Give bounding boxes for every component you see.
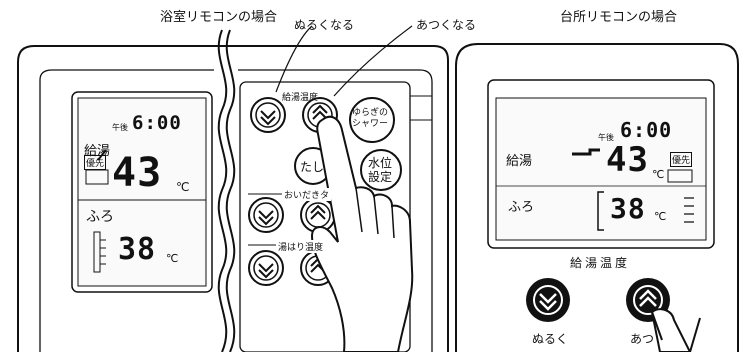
reheat-label: おいだきタ [282, 188, 332, 201]
bath-display-screen [77, 97, 207, 287]
kitchen-hot-water-label: 給湯 [506, 154, 533, 169]
callout-line-cooler [275, 25, 313, 93]
wavy-break-line [217, 29, 228, 352]
kitchen-remote-title: 台所リモコンの場合 [560, 10, 678, 25]
kitchen-bath-temp: 38 [610, 192, 646, 225]
kitchen-bath-unit: ℃ [654, 210, 667, 223]
bath-bath-unit: ℃ [166, 252, 179, 265]
bath-fill-temp-label: 湯はり温度 [276, 240, 326, 253]
kitchen-ampm: 午後 [598, 133, 614, 142]
bath-remote-title: 浴室リモコンの場合 [160, 10, 278, 25]
kitchen-display-frame [487, 79, 715, 249]
kitchen-cooler-label: ぬるく [532, 332, 569, 346]
bath-remote-housing [17, 45, 449, 352]
hand-finger-lines [355, 187, 395, 239]
kitchen-time: 6:00 [620, 118, 673, 142]
bath-priority-box [85, 169, 109, 185]
callout-line-hotter [333, 25, 413, 97]
kitchen-priority-badge: 優先 [670, 152, 693, 167]
wavy-break-line-2 [225, 29, 236, 352]
tashi-label[interactable]: たし [300, 160, 325, 174]
bath-time: 6:00 [132, 112, 182, 134]
bath-hot-water-down-button[interactable] [250, 97, 286, 133]
bath-ampm: 午後 [112, 123, 128, 132]
kitchen-hotter-label: あつ [630, 332, 655, 346]
bath-display-bar-box [93, 231, 101, 273]
kitchen-display-screen [495, 97, 707, 241]
callout-cooler: ぬるくなる [294, 18, 355, 32]
kitchen-hand-finger [651, 311, 701, 352]
bath-side-strip [409, 95, 433, 121]
bath-fill-down-button[interactable] [248, 250, 284, 286]
kitchen-faucet-icon [572, 148, 600, 156]
kitchen-level-ticks [684, 197, 694, 223]
kitchen-hand-pointer [650, 308, 692, 352]
reheat-down-button[interactable] [248, 197, 284, 233]
water-level-label[interactable]: 水位 設定 [368, 156, 393, 184]
yuragi-shower-button [349, 97, 395, 143]
kitchen-temp-unit: ℃ [652, 168, 665, 181]
yuragi-shower-label[interactable]: ゆらぎの シャワー [352, 108, 389, 129]
callout-hotter: あつくなる [416, 18, 477, 32]
kitchen-hot-water-temp-label: 給湯温度 [570, 256, 631, 270]
bath-remote-inner-bezel [39, 69, 433, 352]
kitchen-bath-bracket [597, 191, 604, 231]
kitchen-priority-empty-box [667, 169, 693, 183]
bath-level-ticks [100, 239, 106, 265]
kitchen-hot-water-temp: 43 [606, 140, 649, 180]
bath-bath-temp: 38 [118, 232, 157, 267]
bath-priority-badge: 優先 [84, 155, 107, 170]
kitchen-remote-housing [455, 43, 739, 352]
hand-pointer [310, 115, 414, 352]
bath-hot-water-temp: 43 [112, 150, 163, 196]
bath-hot-water-temp-label: 給湯温度 [282, 93, 319, 103]
water-level-button [360, 149, 402, 191]
bath-display-frame [71, 91, 213, 293]
kitchen-cooler-button[interactable] [526, 278, 570, 322]
kitchen-bath-label: ふろ [508, 200, 535, 215]
bath-bath-label: ふろ [86, 209, 114, 225]
bath-temp-unit: ℃ [176, 180, 190, 194]
